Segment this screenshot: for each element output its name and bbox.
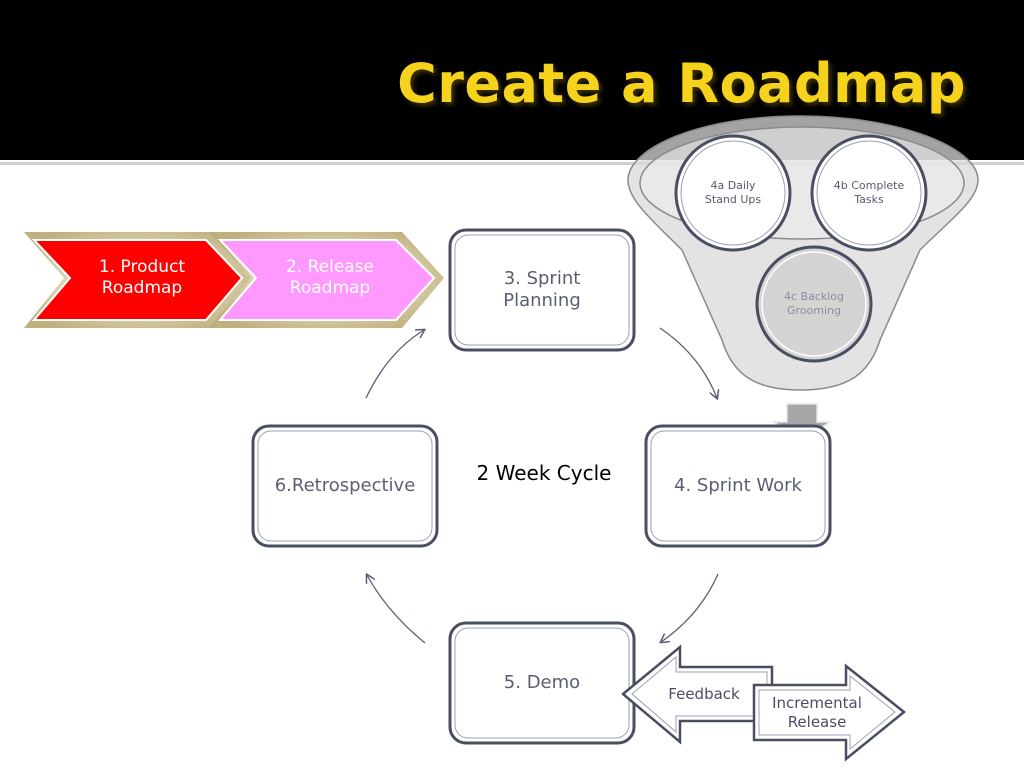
funnel-circle-4b: [810, 134, 928, 252]
incremental-release-arrow: [752, 663, 906, 762]
chevron-label-product-roadmap: 1. Product Roadmap: [98, 256, 186, 298]
incremental-release-label: Incremental Release: [772, 694, 862, 731]
step-box-demo: [448, 621, 636, 745]
step-box-retrospective: [251, 424, 439, 548]
funnel-label-daily-standups: 4a Daily Stand Ups: [704, 179, 762, 206]
cycle-arrow-work-to-demo: [661, 573, 719, 642]
feedback-label: Feedback: [668, 684, 740, 703]
funnel-circle-4c: [755, 245, 873, 363]
step-label-demo: 5. Demo: [503, 671, 581, 693]
funnel-label-complete-tasks: 4b Complete Tasks: [833, 179, 905, 206]
slide-title: Create a Roadmap: [397, 52, 966, 115]
cycle-arrow-planning-to-work: [659, 327, 717, 398]
chevron-product-roadmap: [24, 232, 252, 328]
funnel-circle-4a: [674, 134, 792, 252]
step-label-sprint-work: 4. Sprint Work: [674, 474, 802, 496]
chevron-label-release-roadmap: 2. Release Roadmap: [285, 256, 375, 298]
step-box-sprint-work: [644, 424, 832, 548]
funnel-label-backlog-grooming: 4c Backlog Grooming: [783, 290, 845, 317]
chevron-release-roadmap: [210, 232, 444, 328]
header-divider: [0, 162, 1024, 165]
cycle-arrow-retro-to-planning: [365, 330, 424, 399]
step-label-retrospective: 6.Retrospective: [274, 474, 416, 496]
step-label-sprint-planning: 3. Sprint Planning: [503, 267, 581, 312]
cycle-arrow-demo-to-retro: [367, 575, 426, 644]
step-box-sprint-planning: [448, 228, 636, 352]
cycle-label: 2 Week Cycle: [476, 460, 612, 485]
